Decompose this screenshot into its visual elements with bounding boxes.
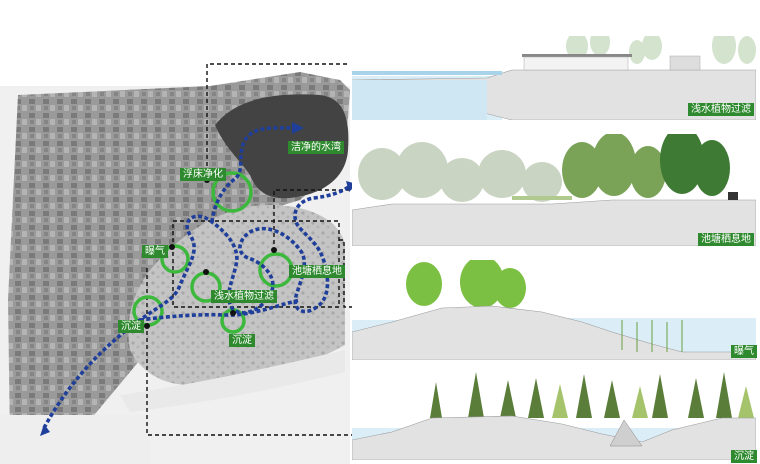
label-sediment-2: 沉淀 [229, 334, 255, 347]
label-sediment-1: 沉淀 [118, 320, 144, 333]
ring-floating-bed [211, 171, 253, 213]
label-floating-bed: 浮床净化 [180, 168, 226, 181]
ring-aeration [160, 244, 190, 274]
arrow-bay [292, 122, 304, 134]
lower-fade [0, 415, 150, 464]
section-label-shallow-plant: 浅水植物过滤 [688, 103, 754, 116]
section-aeration [352, 260, 756, 360]
label-shallow-plant: 浅水植物过滤 [211, 290, 277, 303]
bay-water [215, 94, 349, 199]
section-sediment [352, 368, 756, 460]
water-flow [42, 126, 352, 429]
section-shallow-plant [352, 36, 756, 120]
section-pond-habitat [352, 134, 756, 246]
arrow-start [40, 424, 50, 436]
section-label-aeration: 曝气 [731, 345, 757, 358]
road [120, 350, 345, 412]
label-aeration: 曝气 [142, 245, 168, 258]
section-label-sediment: 沉淀 [731, 450, 757, 463]
label-clean-bay: 洁净的水湾 [288, 141, 344, 154]
label-pond-habitat: 池塘栖息地 [289, 265, 345, 278]
section-label-pond-habitat: 池塘栖息地 [698, 233, 754, 246]
